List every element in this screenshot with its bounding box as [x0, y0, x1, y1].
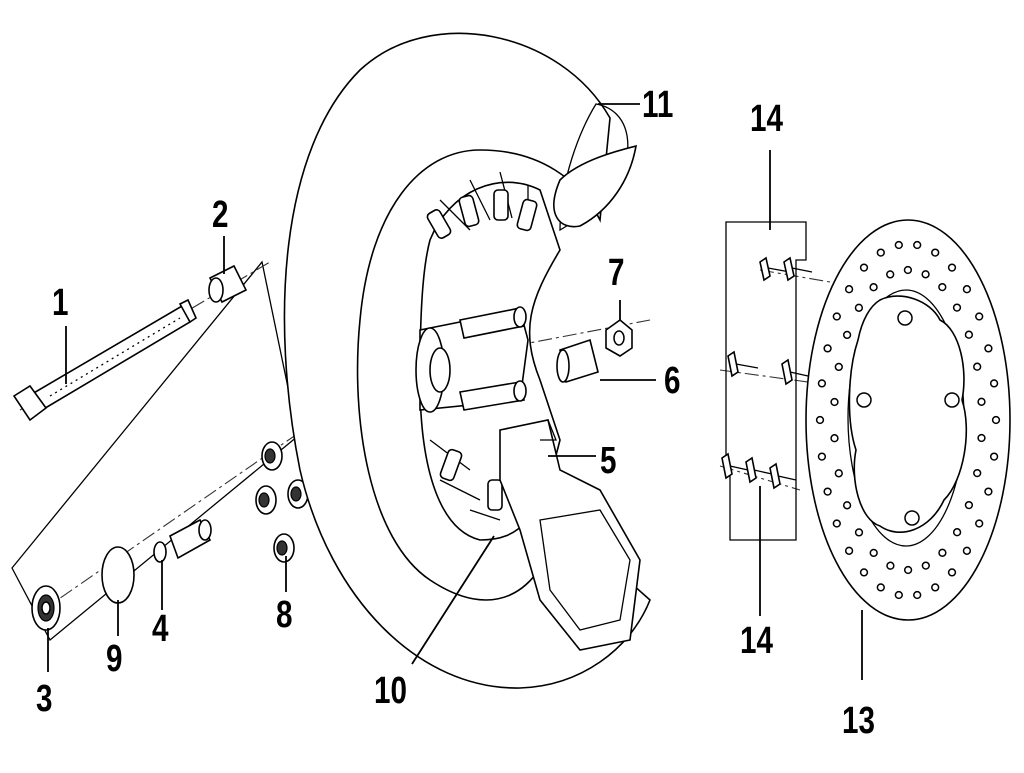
disc-vent-hole [815, 415, 825, 425]
disc-vent-hole [977, 433, 986, 443]
callout-8: 8 [276, 594, 293, 636]
disc-vent-hole [989, 452, 999, 461]
callout-3: 3 [36, 678, 53, 720]
disc-vent-hole [977, 397, 986, 406]
disc-vent-hole [869, 283, 878, 292]
disc-vent-hole [842, 330, 852, 340]
disc-vent-hole [975, 312, 984, 321]
disc-vent-hole [834, 362, 843, 372]
disc-vent-hole [854, 528, 864, 537]
part-cover [499, 419, 641, 651]
disc-vent-hole [952, 528, 962, 537]
disc-vent-hole [876, 583, 885, 592]
leader-lines [47, 103, 863, 680]
disc-vent-hole [854, 303, 864, 312]
callout-6: 6 [664, 360, 681, 402]
part-brake-disc [805, 219, 1011, 621]
callout-11: 11 [642, 84, 674, 126]
part-nut [605, 318, 633, 357]
disc-vent-hole [859, 263, 869, 272]
disc-vent-hole [894, 240, 903, 250]
disc-vent-hole [859, 568, 869, 577]
disc-vent-hole [844, 546, 854, 555]
disc-vent-hole [938, 548, 947, 557]
disc-vent-hole [984, 487, 993, 496]
disc-vent-hole [823, 487, 832, 496]
disc-vent-hole [842, 501, 852, 510]
disc-vent-hole [886, 561, 895, 570]
part-washer [101, 546, 135, 604]
disc-vent-hole [844, 285, 854, 294]
disc-vent-hole [823, 344, 832, 353]
callout-7: 7 [608, 252, 625, 294]
disc-vent-hole [876, 248, 885, 257]
disc-vent-hole [830, 397, 839, 407]
disc-vent-hole [869, 548, 878, 558]
disc-vent-hole [921, 561, 930, 570]
disc-vent-hole [962, 285, 972, 294]
disc-vent-hole [913, 590, 922, 600]
disc-vent-hole [989, 379, 999, 388]
callout-10: 10 [374, 670, 407, 712]
callout-5: 5 [600, 440, 617, 482]
disc-vent-hole [931, 248, 940, 257]
callout-14-top: 14 [750, 98, 783, 140]
callout-14-bottom: 14 [740, 620, 773, 662]
part-collar [208, 264, 248, 304]
disc-vent-hole [991, 415, 1001, 425]
disc-vent-hole [830, 434, 839, 443]
disc-vent-hole [938, 282, 947, 292]
callout-2: 2 [212, 194, 229, 236]
part-bolts [721, 256, 813, 490]
disc-vent-hole [817, 379, 827, 388]
disc-vent-hole [886, 270, 895, 279]
disc-vent-hole [832, 519, 841, 528]
bolt-group-box [725, 221, 807, 541]
disc-vent-hole [964, 330, 974, 339]
part-bearing [31, 585, 61, 631]
disc-vent-hole [931, 583, 940, 592]
part-spacer [153, 518, 212, 563]
spacer-centerline [39, 431, 301, 613]
disc-vent-hole [947, 568, 957, 577]
disc-vent-hole [921, 270, 930, 279]
disc-vent-hole [973, 468, 982, 478]
disc-vent-hole [984, 344, 993, 353]
disc-vent-hole [834, 469, 843, 478]
part-bearings [255, 441, 309, 563]
disc-vent-hole [975, 519, 984, 528]
part-bushing [556, 338, 599, 384]
disc-vent-hole [962, 546, 972, 555]
disc-vent-hole [947, 263, 957, 272]
disc-vent-hole [952, 303, 962, 312]
disc-vent-hole [964, 500, 974, 510]
disc-vent-hole [817, 452, 827, 461]
part-hub [415, 306, 529, 413]
disc-vent-hole [903, 265, 913, 275]
disc-vent-hole [903, 565, 913, 575]
bolt-centerline-top [759, 269, 831, 283]
disc-vent-hole [973, 362, 982, 371]
callout-13: 13 [842, 700, 875, 742]
disc-vent-hole [894, 590, 903, 600]
callout-1: 1 [52, 282, 69, 324]
bolt-centerline-low [719, 465, 801, 491]
disc-vent-hole [913, 240, 922, 250]
callout-9: 9 [106, 638, 123, 680]
part-axle-bolt [12, 298, 198, 422]
disc-vent-hole [832, 312, 841, 321]
callout-4: 4 [152, 608, 169, 650]
